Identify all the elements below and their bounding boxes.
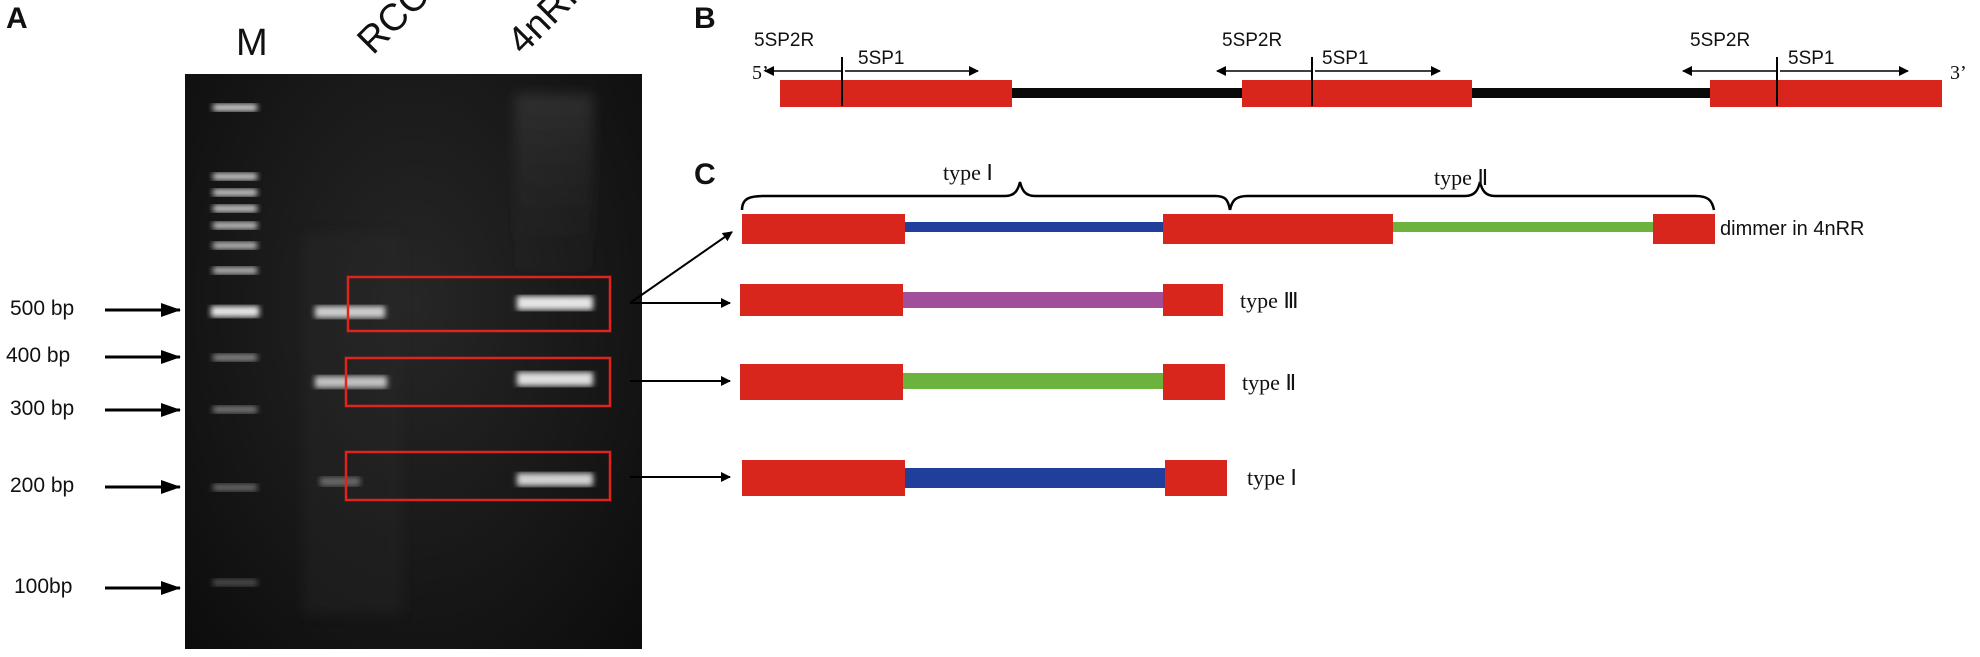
bp-label-200: 200 bp [10, 474, 75, 497]
marker-band [213, 189, 257, 196]
lane-label-marker: M [236, 22, 268, 64]
nrr-band-200 [517, 473, 593, 486]
dimer-label: dimmer in 4nRR [1720, 218, 1865, 240]
repeat-block-1 [780, 80, 1012, 107]
dimer-block-2 [1163, 214, 1393, 244]
primer-reverse-label-2: 5SP2R [1222, 30, 1283, 51]
marker-band [213, 173, 257, 180]
panel-letter-a: A [6, 2, 28, 35]
highlight-box-350 [344, 356, 612, 408]
type3-spacer-purple [903, 292, 1163, 308]
marker-band [213, 242, 257, 249]
spacer-black-1 [1010, 88, 1242, 98]
brace-label-type1: type Ⅰ [943, 160, 993, 185]
marker-band [213, 222, 257, 229]
five-prime-label: 5’ [752, 62, 769, 84]
type1-block-right [1165, 460, 1227, 496]
row-label-type2: type Ⅱ [1242, 370, 1297, 395]
dimer-spacer-blue [905, 222, 1163, 232]
nrr-band-500 [517, 296, 593, 310]
primer-forward-label-2: 5SP1 [1322, 48, 1369, 69]
marker-band-100bp [213, 579, 257, 586]
highlight-box-500 [346, 275, 612, 333]
marker-band [213, 205, 257, 212]
gel-image [185, 74, 642, 649]
bp-label-100: 100bp [14, 575, 73, 598]
row-label-type1: type Ⅰ [1247, 465, 1297, 490]
brace-type1 [740, 181, 1232, 211]
bp-label-400: 400 bp [6, 344, 71, 367]
type2-block-left [740, 364, 903, 400]
marker-band-500bp [211, 306, 259, 317]
primer-reverse-label-1: 5SP2R [754, 30, 815, 51]
type2-block-right [1163, 364, 1225, 400]
marker-band [213, 104, 257, 111]
type1-spacer-blue [905, 468, 1165, 488]
marker-band-300bp [213, 406, 257, 413]
marker-band-200bp [213, 484, 257, 491]
bp-label-500: 500 bp [10, 297, 75, 320]
marker-band-400bp [213, 354, 257, 361]
dimer-spacer-green [1393, 222, 1653, 232]
primer-forward-label-1: 5SP1 [858, 48, 905, 69]
type1-block-left [742, 460, 905, 496]
rcc-band-200 [320, 477, 360, 486]
spacer-black-2 [1470, 88, 1710, 98]
lane-smear-rcc [303, 234, 403, 614]
nrr-band-350 [517, 372, 593, 386]
lane-smear-4nrr [515, 94, 593, 274]
repeat-block-3 [1710, 80, 1942, 107]
rcc-band-350 [315, 376, 387, 388]
three-prime-label: 3’ [1950, 62, 1967, 84]
dimer-block-3 [1653, 214, 1715, 244]
type3-block-right [1163, 284, 1223, 316]
highlight-box-200 [344, 450, 612, 502]
brace-type2 [1228, 181, 1716, 211]
brace-label-type2: type Ⅱ [1434, 165, 1489, 190]
type2-spacer-green [903, 373, 1163, 389]
type3-block-left [740, 284, 903, 316]
row-label-type3: type Ⅲ [1240, 288, 1299, 313]
dimer-block-1 [742, 214, 905, 244]
arrow-to-dimer [629, 231, 733, 304]
gel-bands [211, 94, 593, 614]
panel-letter-b: B [694, 2, 716, 35]
primer-forward-label-3: 5SP1 [1788, 48, 1835, 69]
repeat-block-2 [1242, 80, 1472, 107]
panel-letter-c: C [694, 158, 716, 191]
marker-band [213, 267, 257, 274]
bp-label-300: 300 bp [10, 397, 75, 420]
primer-reverse-label-3: 5SP2R [1690, 30, 1751, 51]
rcc-band-500 [315, 306, 385, 318]
